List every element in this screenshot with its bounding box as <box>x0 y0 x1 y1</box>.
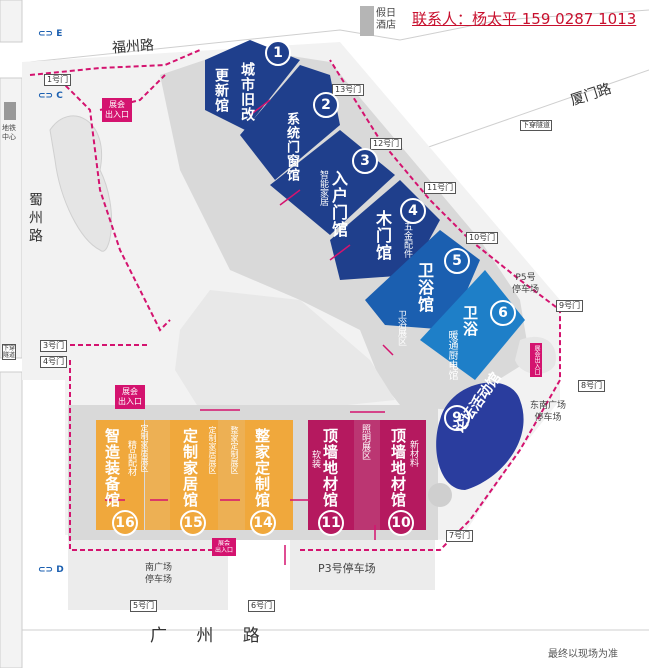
hall-3-sub: 智能家居 <box>318 170 328 206</box>
hall-6-number: 6 <box>490 300 516 326</box>
hall-2-shape <box>240 65 340 180</box>
gate-12: 12号门 <box>370 138 403 150</box>
parking-south: 南广场 停车场 <box>145 563 173 585</box>
metro-exit-d: ⊂⊃ D <box>38 565 64 575</box>
hotel-label-bottom: 酒店 <box>376 20 396 31</box>
hall-11-label[interactable]: 顶墙地材馆 <box>321 428 339 508</box>
hall-15-annex <box>205 420 245 530</box>
gate-11: 11号门 <box>424 182 457 194</box>
hall-10-sub: 新材料 <box>408 440 418 467</box>
hall-5-label[interactable]: 卫浴馆 <box>415 262 434 313</box>
hall-11-sub: 软装 <box>310 450 320 468</box>
hall-5-sub: 卫浴展区 <box>396 310 406 346</box>
hall-3-number: 3 <box>352 148 378 174</box>
hall-4-sub: 五金配件 <box>402 222 412 258</box>
metro-exit-c: ⊂⊃ C <box>38 91 63 101</box>
gate-4: 4号门 <box>40 356 68 368</box>
hall-11-annex <box>354 420 380 530</box>
parking-southeast: 东南广场 停车场 <box>530 401 567 423</box>
north-road-edge <box>29 9 649 63</box>
road-west: 蜀州路 <box>27 192 43 246</box>
hall-1-label[interactable]: 城市旧改 <box>239 62 255 122</box>
hall-3-label[interactable]: 入户门馆 <box>329 170 348 238</box>
block-sw <box>0 371 23 668</box>
park-tree-area <box>49 115 112 252</box>
gate-3: 3号门 <box>40 340 68 352</box>
entrance-south[interactable]: 展会 出入口 <box>212 538 237 556</box>
east-road-edge <box>419 69 649 151</box>
gate-8: 8号门 <box>578 380 606 392</box>
hotel-label: 假日 酒店 <box>376 8 396 32</box>
hall-5-number: 5 <box>444 248 470 274</box>
hall-6-sub: 暖通厨电馆 <box>446 330 457 380</box>
hotel-icon <box>360 6 374 36</box>
hall-6-label[interactable]: 卫浴 <box>461 305 479 337</box>
gate-7: 7号门 <box>446 530 474 542</box>
hall-14-sub: 整家定制展区 <box>230 426 239 474</box>
parking-p5: P5号 停车场 <box>512 273 540 295</box>
hall-2-number: 2 <box>313 92 339 118</box>
p3-parking-lot <box>290 540 435 590</box>
metro-label: 地铁 中心 <box>2 124 16 141</box>
hall-4-label[interactable]: 木门馆 <box>373 210 392 261</box>
hotel-label-top: 假日 <box>376 8 396 19</box>
flow-arrows <box>105 99 394 565</box>
entrance-north[interactable]: 展会 出入口 <box>102 98 132 122</box>
metro-exit-e-letter: E <box>56 29 63 39</box>
hall-11-sub2: 照明展区 <box>360 424 370 460</box>
fountain <box>428 483 452 507</box>
south-plaza-parking <box>68 540 228 610</box>
metro-exit-d-letter: D <box>56 565 64 575</box>
hall-6-shape <box>420 270 525 380</box>
gate-1: 1号门 <box>44 74 72 86</box>
road-south: 广 州 路 <box>150 626 272 646</box>
hall-1-label-2[interactable]: 更新馆 <box>213 68 229 113</box>
west-underpass-label: 下穿 隧道 <box>2 344 17 360</box>
hall-10-number: 10 <box>388 510 414 536</box>
gate-10: 10号门 <box>466 232 499 244</box>
east-underpass-label: 下穿隧道 <box>520 120 552 131</box>
block-nw <box>0 0 23 43</box>
hall-11-number: 11 <box>318 510 344 536</box>
hall-15-number: 15 <box>180 510 206 536</box>
hall-14-number: 14 <box>250 510 276 536</box>
hall-16-label[interactable]: 智造装备馆 <box>103 428 121 508</box>
central-lawn <box>175 290 395 410</box>
road-north: 福州路 <box>111 37 155 57</box>
hall-16-sub2: 定制家居展区 <box>140 424 149 472</box>
hall-2-label[interactable]: 系统门窗馆 <box>284 112 299 182</box>
hall-16-sub: 精品配材 <box>126 440 136 476</box>
parking-p3: P3号停车场 <box>318 562 376 575</box>
hall-15-sub: 定制家居展区 <box>208 426 217 474</box>
venue-boundary <box>29 49 561 551</box>
block-w <box>0 77 23 359</box>
contact-info: 联系人：杨太平 159 0287 1013 <box>412 10 637 28</box>
gate-9: 9号门 <box>556 300 584 312</box>
hall-9-number: 9 <box>444 405 470 431</box>
hall-14-label[interactable]: 整家定制馆 <box>253 428 271 508</box>
gate-13: 13号门 <box>332 84 365 96</box>
hall-10-label[interactable]: 顶墙地材馆 <box>389 428 407 508</box>
entrance-west[interactable]: 展会 出入口 <box>115 385 145 409</box>
entrance-east[interactable]: 展会出入口 <box>530 343 542 377</box>
metro-building-icon <box>4 102 16 120</box>
metro-exit-c-letter: C <box>56 91 63 101</box>
hall-4-number: 4 <box>400 198 426 224</box>
hall-1-number: 1 <box>265 40 291 66</box>
gate-6: 6号门 <box>248 600 276 612</box>
metro-exit-e: ⊂⊃ E <box>38 29 63 39</box>
gate-5: 5号门 <box>130 600 158 612</box>
hall-16-number: 16 <box>112 510 138 536</box>
footer-note: 最终以现场为准 <box>548 649 618 660</box>
hall-15-label[interactable]: 定制家居馆 <box>181 428 199 508</box>
